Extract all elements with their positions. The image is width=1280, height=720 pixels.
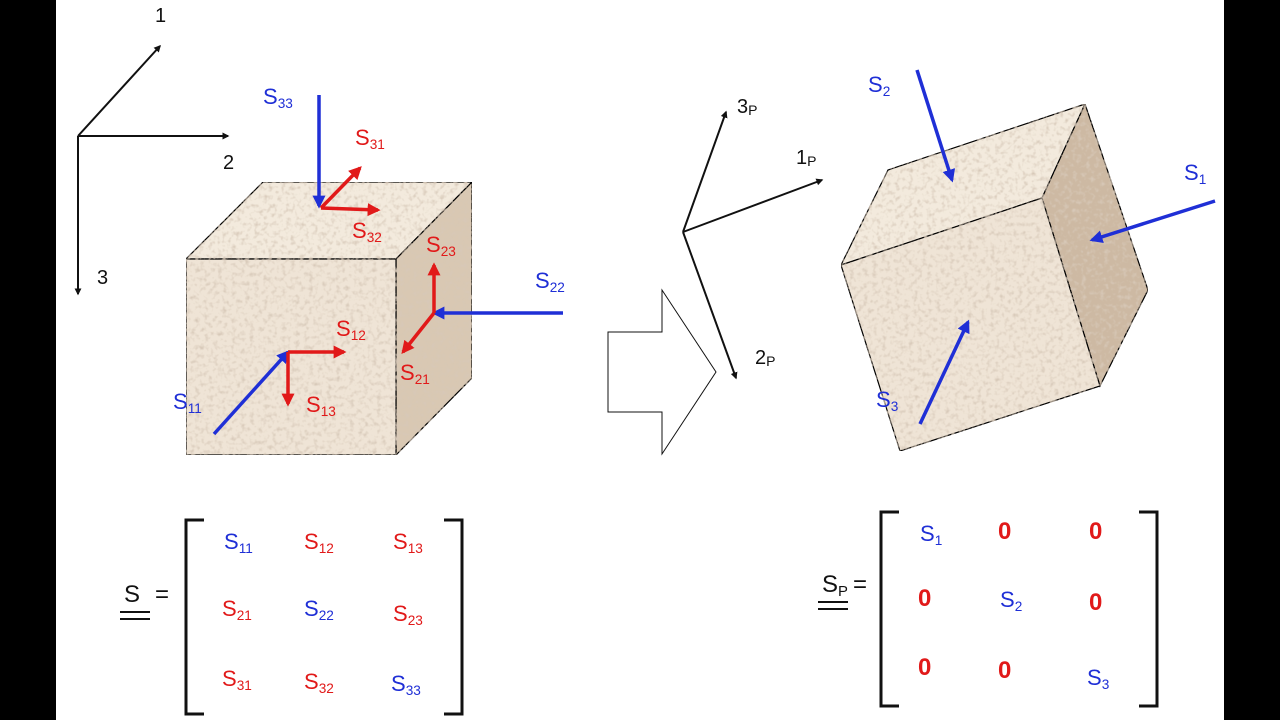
label-s2: S2 [868, 72, 891, 99]
tensor-equals-principal: = [853, 571, 868, 598]
label-s11: S11 [173, 389, 202, 416]
cube-front-face [185, 258, 397, 456]
matrix-brackets-principal [879, 510, 1159, 708]
label-s32: S32 [352, 218, 382, 245]
stress-arrows-original [212, 95, 563, 436]
arrow-s11 [212, 350, 290, 436]
transform-arrow [607, 288, 717, 456]
label-s23: S23 [426, 232, 456, 259]
matrix-cell-zero-32: 0 [998, 657, 1012, 684]
matrix-cell-zero-12: 0 [998, 518, 1012, 545]
matrix-cell-zero-13: 0 [1089, 518, 1103, 545]
label-s13: S13 [306, 392, 336, 419]
axis-label-1p: 1P [796, 147, 817, 170]
tensor-equals-full: = [155, 581, 170, 608]
matrix-cell-s31: S31 [222, 666, 252, 693]
bracket-right-p [1139, 510, 1159, 708]
arrow-s32 [320, 203, 381, 217]
matrix-cell-s1: S1 [920, 521, 943, 548]
axis-triad-original [74, 44, 230, 296]
axis-1p-arrow [682, 178, 824, 233]
label-s31: S31 [355, 125, 385, 152]
stress-cube-principal [839, 102, 1149, 452]
arrow-s31 [319, 166, 362, 210]
axis-2p-arrow [682, 231, 738, 380]
label-s22: S22 [535, 268, 565, 295]
matrix-cell-s2: S2 [1000, 587, 1023, 614]
axis-label-1: 1 [155, 5, 167, 27]
tensor-underline-principal [818, 601, 848, 610]
label-s3: S3 [876, 387, 899, 414]
matrix-cell-s23: S23 [393, 601, 423, 628]
tensor-underline-full [120, 611, 150, 620]
axis-1-arrow [77, 44, 161, 137]
matrix-cell-zero-23: 0 [1089, 589, 1103, 616]
rotated-front-face [840, 197, 1101, 452]
axis-3p-arrow [682, 110, 728, 233]
bracket-left-p [879, 510, 899, 708]
matrix-cell-s12: S12 [304, 529, 334, 556]
matrix-cell-s32: S32 [304, 669, 334, 696]
arrow-s1 [1089, 199, 1216, 244]
bracket-left [184, 518, 204, 716]
arrow-s3 [918, 319, 970, 425]
stress-arrows-principal [915, 69, 1216, 425]
axis-label-3: 3 [97, 267, 109, 289]
label-s12: S12 [336, 316, 366, 343]
arrow-s2 [915, 69, 956, 183]
matrix-cell-s33: S33 [391, 671, 421, 698]
matrix-brackets-full [184, 518, 464, 716]
matrix-cell-zero-21: 0 [918, 585, 932, 612]
tensor-symbol-principal: SP [822, 571, 848, 601]
axis-triad-principal [682, 110, 824, 380]
axis-label-2p: 2P [755, 347, 776, 370]
matrix-cell-zero-31: 0 [918, 654, 932, 681]
label-s21: S21 [400, 360, 430, 387]
label-s33: S33 [263, 84, 293, 111]
axis-label-2: 2 [223, 152, 235, 174]
arrow-s21 [401, 311, 436, 355]
matrix-cell-s13: S13 [393, 529, 423, 556]
matrix-cell-s22: S22 [304, 596, 334, 623]
matrix-cell-s3: S3 [1087, 665, 1110, 692]
axis-label-3p: 3P [737, 96, 758, 119]
bracket-right [444, 518, 464, 716]
matrix-cell-s21: S21 [222, 596, 252, 623]
matrix-cell-s11: S11 [224, 529, 253, 556]
label-s1: S1 [1184, 160, 1207, 187]
tensor-symbol-full: S [124, 581, 141, 608]
